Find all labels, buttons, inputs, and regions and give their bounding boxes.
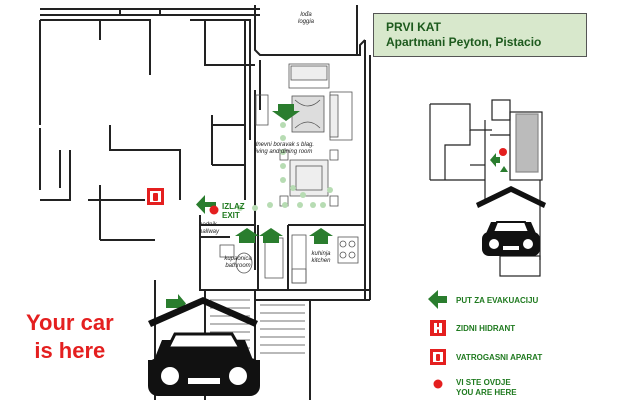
exit-label: IZLAZ EXIT bbox=[222, 202, 245, 220]
location-map bbox=[429, 99, 543, 277]
furniture bbox=[219, 63, 359, 284]
evac-arrow-up-icon-2 bbox=[259, 228, 283, 243]
legend-extinguisher: VATROGASNI APARAT bbox=[456, 353, 543, 362]
legend-dot-icon bbox=[433, 379, 443, 389]
car-icon bbox=[148, 297, 260, 396]
location-map-arrows bbox=[490, 153, 508, 172]
room-bathroom-label: kupaonica bathroom bbox=[224, 256, 252, 269]
room-kitchen-label: kuhinja kitchen bbox=[311, 251, 331, 264]
location-you-are-here-dot bbox=[499, 148, 507, 156]
title-apartments: Apartmani Peyton, Pistacio bbox=[386, 35, 542, 49]
legend-you-are-here: VI STE OVDJE YOU ARE HERE bbox=[456, 378, 517, 397]
legend-extinguisher-icon bbox=[430, 349, 446, 365]
extinguisher-icon bbox=[147, 188, 164, 205]
room-hallway-label: hodnik hallway bbox=[199, 222, 220, 235]
evacuation-path-dots bbox=[237, 122, 333, 211]
evac-arrow-up-icon bbox=[235, 228, 259, 243]
you-are-here-dot bbox=[209, 205, 219, 215]
evac-arrow-down-icon bbox=[272, 104, 300, 121]
legend-hydrant-icon bbox=[430, 320, 446, 336]
title-floor: PRVI KAT bbox=[386, 20, 441, 34]
legend-hydrant: ZIDNI HIDRANT bbox=[456, 324, 516, 333]
evac-arrow-up-icon-3 bbox=[309, 228, 333, 244]
car-location-note: Your car is here bbox=[26, 310, 114, 363]
title-box: PRVI KAT Apartmani Peyton, Pistacio bbox=[373, 13, 587, 57]
room-loggia-label: lođa loggia bbox=[297, 12, 314, 25]
legend-arrow-icon bbox=[428, 290, 447, 309]
evac-arrow-left-icon bbox=[196, 195, 216, 214]
location-car-icon bbox=[476, 186, 546, 256]
legend-evacuation-route: PUT ZA EVAKUACIJU bbox=[456, 296, 539, 305]
room-living-label: dnevni boravak s blag. living and dining… bbox=[254, 142, 315, 155]
